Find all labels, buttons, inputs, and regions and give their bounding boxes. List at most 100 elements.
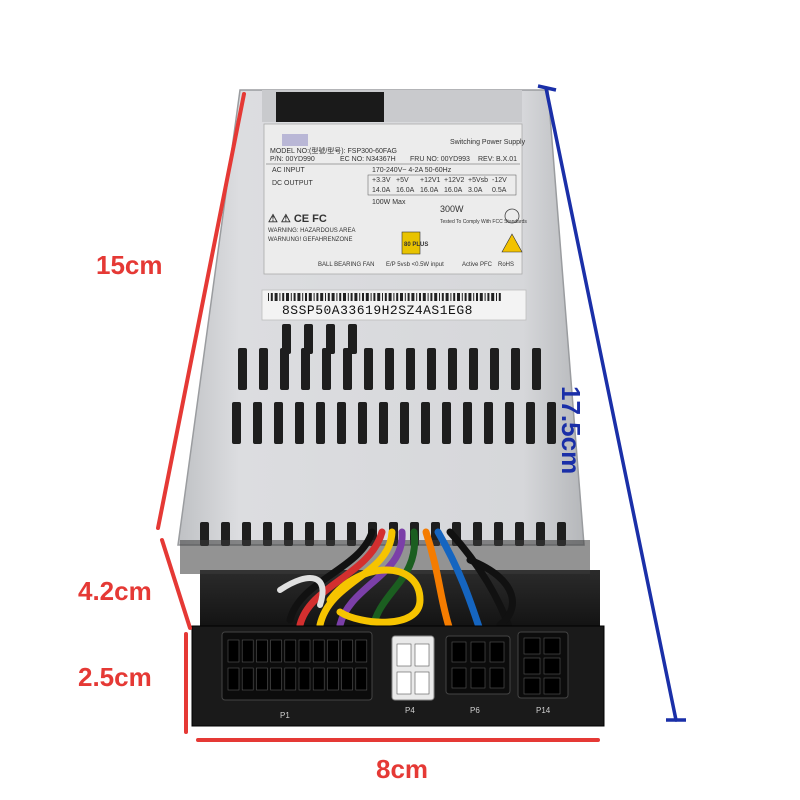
rail-voltage: +12V2 — [444, 177, 465, 184]
connector-pin — [298, 667, 311, 691]
label-heading: Switching Power Supply — [450, 139, 526, 146]
vent-slot — [343, 348, 352, 390]
dim-label-17-5cm: 17.5cm — [556, 386, 586, 475]
cable-plate — [180, 540, 600, 632]
dim-label-2-5cm: 2.5cm — [78, 662, 152, 692]
connector-pin — [227, 639, 240, 663]
label-wattage: 300W — [440, 204, 464, 214]
connector-pin — [298, 639, 311, 663]
p6-label: P6 — [470, 706, 480, 715]
connector-pin — [523, 677, 541, 695]
rail-voltage: +3.3V — [372, 177, 391, 184]
high-voltage-icon — [501, 233, 523, 253]
length-line-15cm — [156, 92, 246, 530]
dim-label-15cm: 15cm — [96, 250, 163, 280]
vent-slot — [385, 348, 394, 390]
vent-slot — [421, 402, 430, 444]
vent-slot — [358, 402, 367, 444]
connector-pin — [312, 667, 325, 691]
vent-slot — [364, 348, 373, 390]
length-line-4-2cm — [160, 538, 192, 630]
connector-pin — [523, 657, 541, 675]
rail-voltage: +5V — [396, 177, 409, 184]
measurement-lines — [156, 84, 686, 742]
vent-slot — [427, 348, 436, 390]
vent-slot — [316, 402, 325, 444]
wire-bundle — [277, 528, 516, 634]
connector-pin — [396, 643, 412, 667]
connector-pin — [489, 641, 505, 663]
rail-current: 14.0A — [372, 187, 391, 194]
vent-slot — [469, 348, 478, 390]
ccc-logo — [504, 208, 520, 224]
rail-current: 16.0A — [444, 187, 463, 194]
label-ec: EC NO: N34367H — [340, 156, 396, 163]
80plus-text: 80 PLUS — [404, 242, 428, 248]
vent-slot — [532, 348, 541, 390]
vent-slot — [400, 402, 409, 444]
p14-label: P14 — [536, 706, 551, 715]
connector-pin — [256, 639, 268, 663]
label-rohs: RoHS — [498, 262, 514, 268]
vent-slot — [282, 324, 291, 354]
rail-current: 16.0A — [420, 187, 439, 194]
spec-label: Switching Power Supply MODEL NO:(型號/型号):… — [263, 123, 527, 275]
rail-voltage: +12V1 — [420, 177, 441, 184]
connector-pin — [327, 667, 339, 691]
connector-pin — [270, 667, 282, 691]
vent-slot — [301, 348, 310, 390]
rail-current: 3.0A — [468, 187, 483, 194]
vent-slot — [326, 324, 335, 354]
rail-voltage: -12V — [492, 177, 507, 184]
vent-slot — [322, 348, 331, 390]
vent-slot — [406, 348, 415, 390]
p1-label: P1 — [280, 711, 290, 720]
connector-pin — [451, 641, 467, 663]
label-max-wattage: 100W Max — [372, 199, 406, 206]
vent-slot — [295, 402, 304, 444]
label-pn: P/N: 00YD990 — [270, 156, 315, 163]
vent-slot — [304, 324, 313, 354]
vent-slot — [547, 402, 556, 444]
vent-slot — [348, 324, 357, 354]
total-length-cap-top — [537, 84, 557, 92]
label-rev: REV: B.X.01 — [478, 156, 517, 163]
vent-slot — [280, 348, 289, 390]
label-standby: E/P 5vsb <0.5W input — [386, 262, 444, 268]
dim-label-8cm: 8cm — [376, 754, 429, 784]
label-dc-output: DC OUTPUT — [272, 180, 314, 187]
dim-label-4-2cm: 4.2cm — [78, 576, 152, 606]
barcode — [268, 293, 501, 301]
connector-pin — [543, 677, 561, 695]
connector-pin — [523, 637, 541, 655]
connector-pin — [470, 667, 486, 689]
serial-sticker: 8SSP50A33619H2SZ4AS1EG8 — [261, 289, 527, 321]
connector-pin — [414, 671, 430, 695]
label-model: MODEL NO:(型號/型号): FSP300-60FAG — [270, 146, 397, 155]
vent-slot — [505, 402, 514, 444]
connector-pin — [284, 639, 297, 663]
connector-pin — [241, 639, 254, 663]
connector-pin — [489, 667, 505, 689]
label-pfc: Active PFC — [462, 262, 493, 268]
vent-slot — [490, 348, 499, 390]
label-fan: BALL BEARING FAN — [318, 262, 374, 268]
connector-pin — [270, 639, 282, 663]
connector-pin — [451, 667, 467, 689]
connector-pin — [256, 667, 268, 691]
vent-slot — [448, 348, 457, 390]
connector-pin — [227, 667, 240, 691]
connector-pin — [341, 667, 353, 691]
connector-panel: P1 P4 P6 P14 — [191, 625, 605, 727]
vent-slot — [274, 402, 283, 444]
rail-current: 0.5A — [492, 187, 507, 194]
vent-slot — [238, 348, 247, 390]
p4-label: P4 — [405, 706, 415, 715]
vent-slot — [337, 402, 346, 444]
serial-number-text: 8SSP50A33619H2SZ4AS1EG8 — [282, 303, 473, 318]
vent-slot — [259, 348, 268, 390]
vent-slot — [379, 402, 388, 444]
vent-slot — [253, 402, 262, 444]
connector-pin — [312, 639, 325, 663]
